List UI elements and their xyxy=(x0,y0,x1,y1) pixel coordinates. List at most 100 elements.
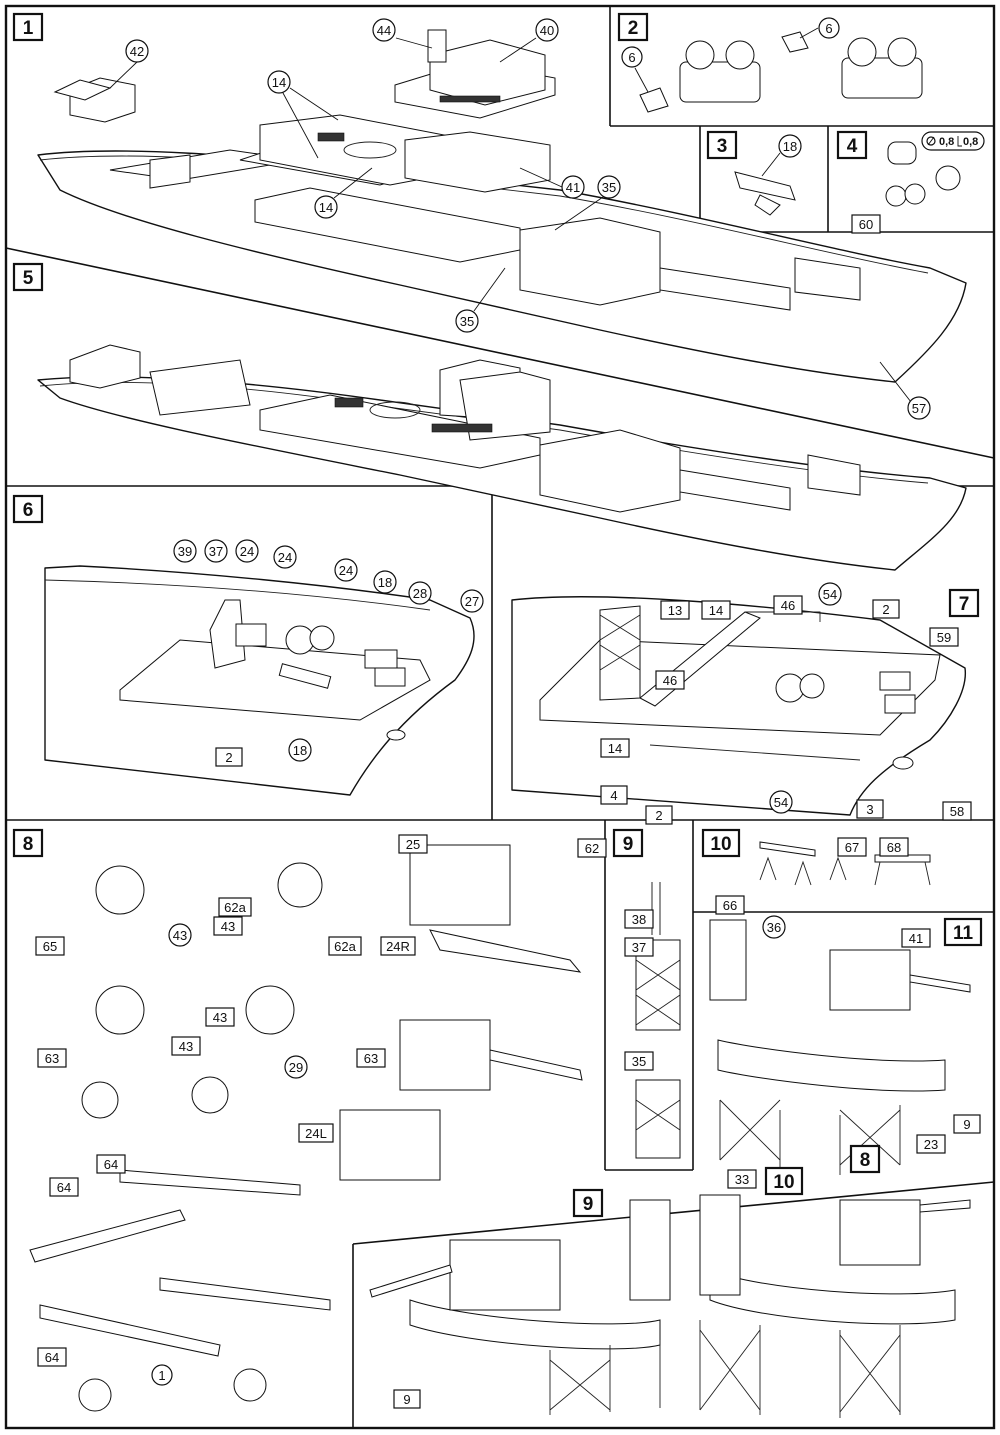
part-callout-box: 2 xyxy=(215,747,243,767)
part-callout-circle: 27 xyxy=(460,589,484,613)
part-callout-box: 63 xyxy=(37,1048,67,1068)
part-callout-box: 2 xyxy=(872,599,900,619)
part-number: 24R xyxy=(386,939,410,954)
part-number: 28 xyxy=(413,586,427,601)
part-callout-box: 64 xyxy=(37,1347,67,1367)
step-number: 10 xyxy=(773,1172,794,1193)
part-callout-box: 63 xyxy=(356,1048,386,1068)
part-number: 27 xyxy=(465,594,479,609)
step-label: 6 xyxy=(12,494,44,524)
step-3-part xyxy=(734,171,796,216)
part-number: 25 xyxy=(406,837,420,852)
step-label: 8 xyxy=(12,828,44,858)
part-callout-box: 38 xyxy=(624,909,654,929)
part-number: 54 xyxy=(823,587,837,602)
part-number: 2 xyxy=(225,750,232,765)
part-number: 24 xyxy=(339,563,353,578)
step-6-foredeck xyxy=(44,565,475,796)
part-number: 43 xyxy=(213,1010,227,1025)
part-number: 18 xyxy=(378,575,392,590)
step-number: 1 xyxy=(23,18,34,39)
part-callout-box: 2 xyxy=(645,805,673,825)
dimension-value-2: 0,8 xyxy=(963,136,978,148)
part-callout-circle: 35 xyxy=(597,175,621,199)
step-number: 2 xyxy=(628,18,639,39)
part-number: 58 xyxy=(950,804,964,819)
part-callout-box: 62 xyxy=(577,838,607,858)
part-callout-circle: 14 xyxy=(314,195,338,219)
part-callout-box: 23 xyxy=(916,1134,946,1154)
part-number: 14 xyxy=(319,200,333,215)
part-number: 64 xyxy=(104,1157,118,1172)
part-number: 68 xyxy=(887,840,901,855)
part-number: 9 xyxy=(403,1392,410,1407)
part-callout-box: 37 xyxy=(624,937,654,957)
step-label: 4 xyxy=(836,130,868,160)
part-number: 14 xyxy=(709,603,723,618)
step-label: 10 xyxy=(701,828,741,858)
step-label: 5 xyxy=(12,262,44,292)
part-callout-box: 64 xyxy=(96,1154,126,1174)
part-number: 23 xyxy=(924,1137,938,1152)
part-number: 39 xyxy=(178,544,192,559)
part-callout-box: 46 xyxy=(773,595,803,615)
part-number: 43 xyxy=(173,928,187,943)
step-1-hull xyxy=(37,29,967,383)
part-callout-circle: 6 xyxy=(818,17,840,39)
part-callout-circle: 54 xyxy=(769,790,793,814)
part-callout-box: 3 xyxy=(856,799,884,819)
part-number: 37 xyxy=(632,940,646,955)
part-callout-box: 41 xyxy=(901,928,931,948)
step-label: 8 xyxy=(849,1144,881,1174)
part-number: 54 xyxy=(774,795,788,810)
part-number: 24 xyxy=(278,550,292,565)
part-number: 18 xyxy=(293,743,307,758)
part-number: 38 xyxy=(632,912,646,927)
part-callout-circle: 6 xyxy=(621,46,643,68)
part-number: 67 xyxy=(845,840,859,855)
part-callout-box: 24L xyxy=(298,1123,334,1143)
part-callout-circle: 24 xyxy=(334,558,358,582)
part-number: 2 xyxy=(655,808,662,823)
part-callout-box: 46 xyxy=(655,670,685,690)
part-callout-box: 67 xyxy=(837,837,867,857)
part-callout-box: 43 xyxy=(171,1036,201,1056)
part-callout-box: 13 xyxy=(660,600,690,620)
part-number: 42 xyxy=(130,44,144,59)
part-callout-circle: 14 xyxy=(267,70,291,94)
part-number: 6 xyxy=(628,50,635,65)
part-number: 24L xyxy=(305,1126,327,1141)
part-callout-box: 58 xyxy=(942,801,972,821)
part-callout-box: 4 xyxy=(600,785,628,805)
part-number: 1 xyxy=(158,1368,165,1383)
step-label: 7 xyxy=(948,588,980,618)
part-callout-box: 25 xyxy=(398,834,428,854)
step-2-winches xyxy=(639,31,923,113)
step-number: 3 xyxy=(717,136,728,157)
part-number: 60 xyxy=(859,217,873,232)
step-label: 9 xyxy=(612,828,644,858)
part-callout-circle: 29 xyxy=(284,1055,308,1079)
step-label: 1 xyxy=(12,12,44,42)
part-number: 33 xyxy=(735,1172,749,1187)
part-number: 29 xyxy=(289,1060,303,1075)
part-callout-box: 64 xyxy=(49,1177,79,1197)
step-number: 8 xyxy=(860,1150,871,1171)
part-callout-box: 14 xyxy=(701,600,731,620)
callout-36: 36 xyxy=(762,915,786,939)
part-number: 35 xyxy=(602,180,616,195)
leader-lines xyxy=(109,27,912,403)
step-number: 11 xyxy=(953,923,974,944)
part-callout-circle: 18 xyxy=(373,570,397,594)
step-number: 7 xyxy=(959,594,970,615)
dimension-value-1: 0,8 xyxy=(939,136,954,148)
step-4-parts xyxy=(885,141,961,207)
part-number: 24 xyxy=(240,544,254,559)
part-number: 64 xyxy=(45,1350,59,1365)
part-callout-circle: 39 xyxy=(173,539,197,563)
part-callout-circle: 44 xyxy=(372,18,396,42)
part-number: 2 xyxy=(882,602,889,617)
part-number: 4 xyxy=(610,788,617,803)
